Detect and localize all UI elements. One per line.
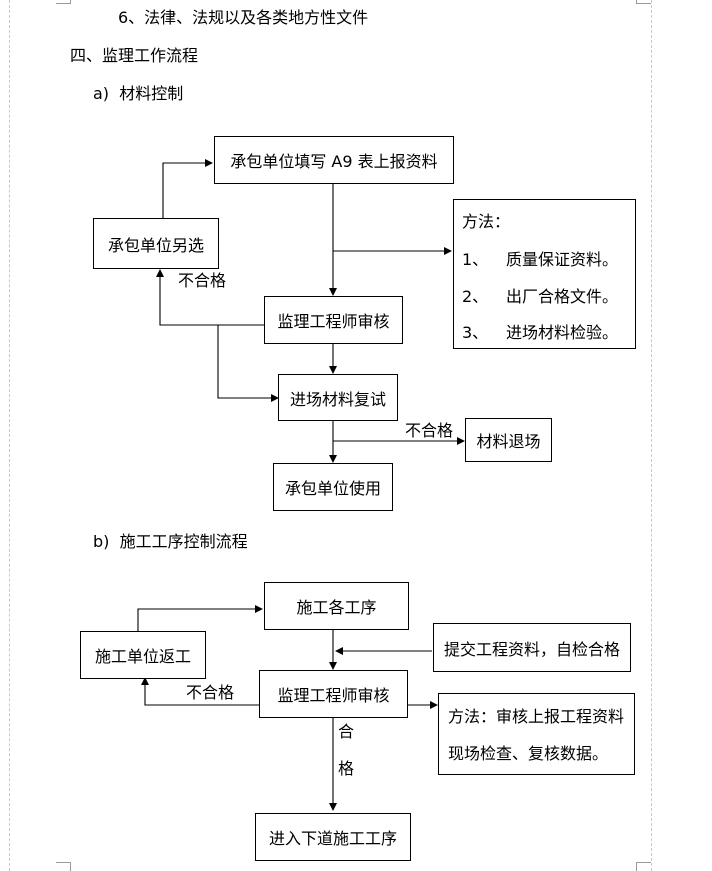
contractor-reselect-box: 承包单位另选 [93, 218, 219, 269]
next-step-label: 进入下道施工工序 [268, 829, 397, 848]
section-heading: 四、监理工作流程 [70, 46, 199, 65]
contractor-use-box: 承包单位使用 [273, 463, 393, 511]
method-title: 方法： [462, 212, 511, 231]
fail-label-return: 不合格 [405, 421, 454, 440]
top-left-corner-mark [56, 0, 71, 4]
engineer-review-label-a: 监理工程师审核 [277, 312, 390, 331]
engineer-review-box-a: 监理工程师审核 [264, 296, 403, 344]
pass-label-char-2: 格 [338, 759, 355, 778]
pass-label-char-1: 合 [338, 722, 355, 741]
submit-docs-box: 提交工程资料，自检合格 [433, 623, 631, 672]
method-box-b: 方法：审核上报工程资料 现场检查、复核数据。 [438, 693, 635, 775]
method-item-1-text: 质量保证资料。 [506, 250, 619, 269]
material-return-label: 材料退场 [476, 432, 541, 451]
list-item-6: 6、法律、法规以及各类地方性文件 [118, 8, 369, 27]
fail-label-rework: 不合格 [186, 683, 235, 702]
construction-steps-box: 施工各工序 [264, 582, 409, 630]
engineer-review-box-b: 监理工程师审核 [259, 670, 408, 718]
method-box-a: 方法： 1、 质量保证资料。 2、 出厂合格文件。 3、 进场材料检验。 [453, 199, 636, 349]
method-item-3-number: 3、 [462, 323, 489, 342]
engineer-review-label-b: 监理工程师审核 [277, 686, 390, 705]
left-margin-guide [9, 0, 10, 871]
method-item-2-number: 2、 [462, 287, 489, 306]
construction-steps-label: 施工各工序 [296, 598, 377, 617]
method-b-line-1: 方法：审核上报工程资料 [448, 707, 625, 726]
contractor-use-label: 承包单位使用 [284, 479, 381, 498]
method-item-2-text: 出厂合格文件。 [506, 287, 619, 306]
material-retest-label: 进场材料复试 [289, 389, 386, 409]
bottom-right-corner-mark [636, 862, 651, 871]
method-item-3-text: 进场材料检验。 [506, 323, 619, 342]
submit-docs-label: 提交工程资料，自检合格 [443, 639, 620, 659]
top-right-corner-mark [636, 0, 651, 4]
contractor-rework-box: 施工单位返工 [80, 631, 206, 679]
next-step-box: 进入下道施工工序 [255, 813, 411, 861]
material-retest-box: 进场材料复试 [278, 374, 398, 421]
material-return-box: 材料退场 [465, 418, 552, 462]
contractor-reselect-label: 承包单位另选 [107, 235, 204, 255]
bottom-left-corner-mark [56, 862, 71, 871]
contractor-fill-a9-box: 承包单位填写 A9 表上报资料 [214, 136, 454, 184]
right-margin-guide [651, 0, 652, 871]
method-b-line-2: 现场检查、复核数据。 [448, 744, 609, 763]
contractor-rework-label: 施工单位返工 [94, 647, 191, 666]
subheading-b: b) 施工工序控制流程 [93, 532, 248, 551]
fail-label-reselect: 不合格 [178, 271, 227, 290]
contractor-fill-a9-label: 承包单位填写 A9 表上报资料 [230, 152, 438, 171]
method-item-1-number: 1、 [462, 250, 489, 269]
subheading-a: a) 材料控制 [93, 84, 184, 103]
